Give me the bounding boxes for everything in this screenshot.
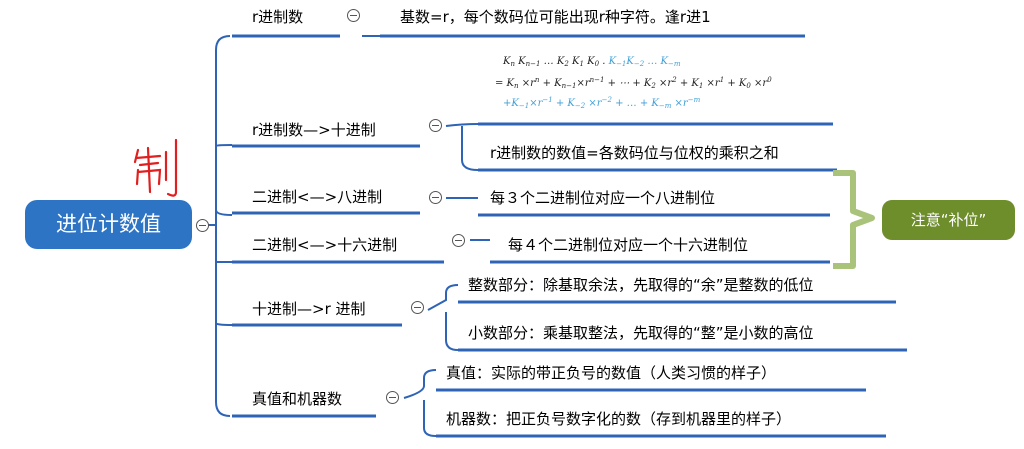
- leaf-fraction-part: 小数部分：乘基取整法，先取得的“整”是小数的高位: [468, 324, 814, 342]
- branch-6-collapse-icon[interactable]: [386, 391, 399, 404]
- leaf-integer-part: 整数部分：除基取余法，先取得的“余”是整数的低位: [468, 276, 814, 294]
- handwritten-annotation: [133, 138, 178, 197]
- branch-6-label: 真值和机器数: [252, 390, 343, 408]
- branch-4-collapse-icon[interactable]: [452, 234, 465, 247]
- branch-1-label: r进制数: [252, 8, 304, 26]
- summary-note[interactable]: 注意“补位”: [882, 200, 1015, 240]
- branch-3-collapse-icon[interactable]: [429, 191, 442, 204]
- branch-5-collapse-icon[interactable]: [411, 301, 424, 314]
- branch-5-label: 十进制—>r 进制: [252, 300, 366, 318]
- root-collapse-icon[interactable]: [196, 219, 209, 232]
- formula-line-2: = Kn ×rn + Kn−1×rn−1 + ⋯ + K2 ×r2 + K1 ×…: [495, 76, 772, 90]
- branch-2-collapse-icon[interactable]: [429, 119, 442, 132]
- leaf-true-value: 真值：实际的带正负号的数值（人类习惯的样子）: [446, 364, 777, 382]
- leaf-radix-definition: 基数=r，每个数码位可能出现r种字符。逢r进1: [400, 8, 711, 26]
- leaf-weighted-sum: r进制数的数值=各数码位与位权的乘积之和: [490, 144, 779, 162]
- leaf-binary-octal: 每３个二进制位对应一个八进制位: [490, 189, 716, 207]
- root-label: 进位计数值: [56, 212, 161, 236]
- summary-note-label: 注意“补位”: [910, 211, 987, 229]
- formula-line-1: Kn Kn−1 … K2 K1 K0 . K−1K−2 … K−m: [502, 56, 681, 68]
- branch-2-label: r进制数—>十进制: [252, 121, 376, 139]
- branch-3-label: 二进制<—>八进制: [252, 188, 383, 206]
- branch-1-collapse-icon[interactable]: [347, 9, 360, 22]
- formula-line-3: +K−1×r−1 + K−2 ×r−2 + … + K−m ×r−m: [503, 96, 701, 110]
- trunk-vertical: [215, 35, 231, 417]
- formula-expansion: Kn Kn−1 … K2 K1 K0 . K−1K−2 … K−m = Kn ×…: [495, 56, 772, 110]
- root-node[interactable]: 进位计数值: [25, 200, 192, 249]
- branch-4-label: 二进制<—>十六进制: [252, 236, 398, 254]
- leaf-binary-hex: 每４个二进制位对应一个十六进制位: [508, 236, 749, 254]
- leaf-machine-number: 机器数：把正负号数字化的数（存到机器里的样子）: [446, 410, 792, 428]
- summary-bracket: [833, 170, 875, 269]
